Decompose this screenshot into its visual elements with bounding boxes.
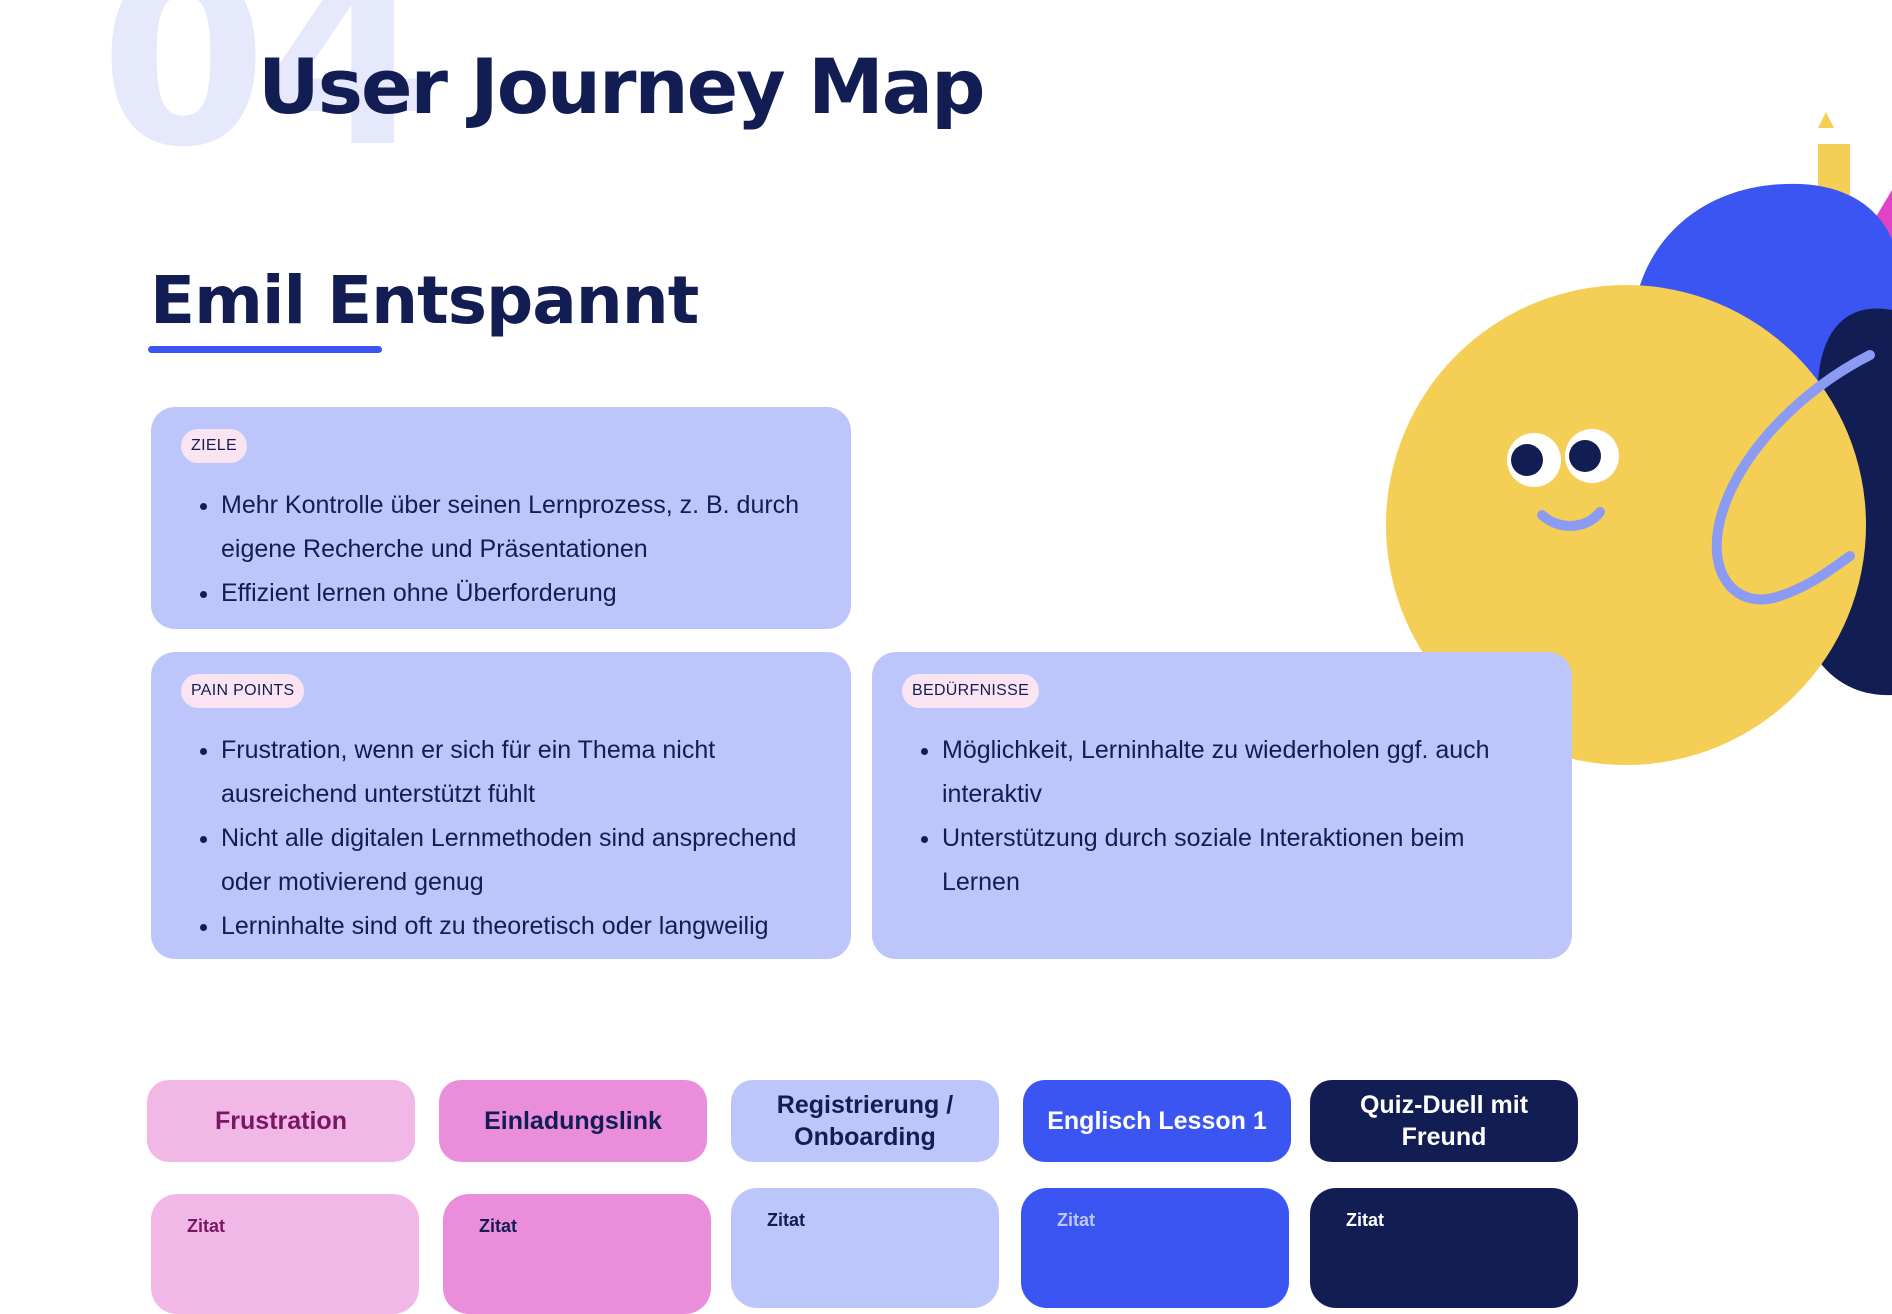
smiley-face [1386,285,1866,765]
quote-card-einladungslink: Zitat [443,1194,711,1314]
list-item: Nicht alle digitalen Lernmethoden sind a… [221,816,821,904]
phase-einladungslink: Einladungslink [439,1080,707,1162]
quote-label: Zitat [767,1210,805,1230]
pain-points-tag: PAIN POINTS [181,674,305,708]
smile [1537,507,1605,531]
list-item: Möglichkeit, Lerninhalte zu wiederholen … [942,728,1542,816]
phase-registrierung: Registrierung / Onboarding [731,1080,999,1162]
quote-card-englisch-lesson: Zitat [1021,1188,1289,1308]
goals-tag: ZIELE [181,429,247,463]
quote-card-frustration: Zitat [151,1194,419,1314]
title-underline [148,346,382,353]
needs-tag: BEDÜRFNISSE [902,674,1040,708]
needs-card: BEDÜRFNISSE Möglichkeit, Lerninhalte zu … [872,652,1572,959]
quote-card-registrierung: Zitat [731,1188,999,1308]
list-item: Effizient lernen ohne Überforderung [221,571,821,615]
pain-points-list: Frustration, wenn er sich für ein Thema … [181,728,821,948]
quote-label: Zitat [1057,1210,1095,1230]
quote-card-quiz-duell: Zitat [1310,1188,1578,1308]
character-illustration [1386,112,1892,765]
list-item: Frustration, wenn er sich für ein Thema … [221,728,821,816]
page-title: User Journey Map [258,42,985,131]
list-item: Mehr Kontrolle über seinen Lernprozess, … [221,483,821,571]
phase-frustration: Frustration [147,1080,415,1162]
persona-name: Emil Entspannt [150,262,699,339]
quote-label: Zitat [479,1216,517,1236]
pencil-tip-icon [1818,112,1834,128]
list-item: Lerninhalte sind oft zu theoretisch oder… [221,904,821,948]
phase-quiz-duell: Quiz-Duell mit Freund [1310,1080,1578,1162]
goals-list: Mehr Kontrolle über seinen Lernprozess, … [181,483,821,615]
section-number: 04 [100,0,430,200]
quote-label: Zitat [187,1216,225,1236]
list-item: Unterstützung durch soziale Interaktione… [942,816,1542,904]
loop-stroke [1711,350,1875,605]
needs-list: Möglichkeit, Lerninhalte zu wiederholen … [902,728,1542,904]
goals-card: ZIELE Mehr Kontrolle über seinen Lernpro… [151,407,851,629]
quote-label: Zitat [1346,1210,1384,1230]
phase-englisch-lesson: Englisch Lesson 1 [1023,1080,1291,1162]
pain-points-card: PAIN POINTS Frustration, wenn er sich fü… [151,652,851,959]
